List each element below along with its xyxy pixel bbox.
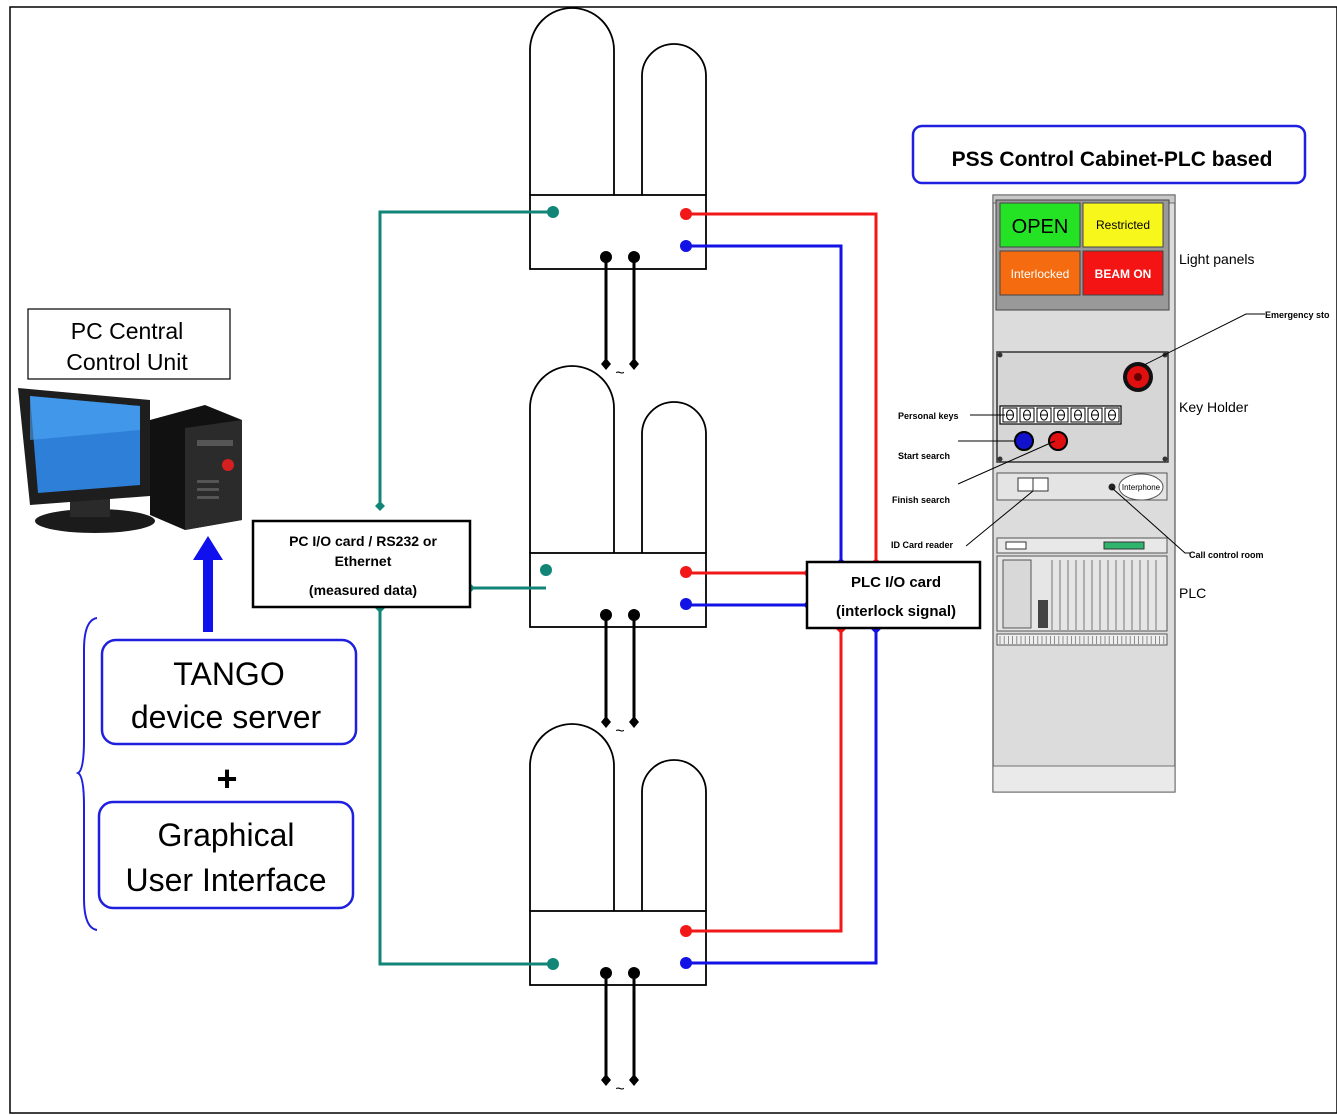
plc-rack <box>996 537 1168 646</box>
detector-unit: ~ <box>529 365 707 740</box>
finish-search-label: Finish search <box>892 495 950 505</box>
beam-on-label: BEAM ON <box>1095 267 1152 281</box>
open-label: OPEN <box>1012 216 1069 238</box>
gui-box: Graphical User Interface <box>97 800 355 910</box>
light-panels: OPEN Restricted Interlocked BEAM ON <box>995 199 1170 311</box>
interphone-icon <box>1118 473 1164 501</box>
teal-wire-bottom <box>378 608 553 966</box>
plc-label: PLC <box>1179 585 1206 601</box>
detector-base-box <box>529 194 707 270</box>
tango-line2: device server <box>131 699 322 735</box>
pc-io-card-line3: (measured data) <box>309 582 417 598</box>
start-search-button <box>1014 431 1034 451</box>
open-light <box>999 202 1081 248</box>
rail-ticks <box>999 636 1165 644</box>
teal-terminal <box>540 564 552 576</box>
gui-line2: User Interface <box>126 862 327 898</box>
personal-keys-label: Personal keys <box>898 411 959 421</box>
emergency-stop-leader <box>1141 313 1265 367</box>
detector-base-box <box>529 910 707 986</box>
tango-box: TANGO device server <box>100 638 358 746</box>
interlocked-label: Interlocked <box>1011 267 1070 281</box>
cabinet-title: PSS Control Cabinet-PLC based <box>952 148 1273 171</box>
detector-base-box <box>529 552 707 628</box>
pc-io-card-line1: PC I/O card / RS232 or <box>289 533 437 549</box>
plc-slots <box>1051 560 1157 630</box>
plc-io-card: PLC I/O card (interlock signal) <box>805 560 982 630</box>
power-terminal <box>600 967 612 979</box>
beam-on-light <box>1082 250 1164 296</box>
start-search-label: Start search <box>898 451 950 461</box>
detector-tube-large <box>529 365 615 553</box>
red-wire-bottom <box>686 629 843 933</box>
interphone-panel: Interphone <box>996 472 1168 501</box>
ac-symbol: ~ <box>615 1081 624 1098</box>
blue-wire-top <box>686 244 843 563</box>
personal-keys <box>999 405 1122 425</box>
computer-icon <box>18 388 242 533</box>
power-terminal <box>628 609 640 621</box>
cabinet-title-box: PSS Control Cabinet-PLC based <box>911 124 1307 185</box>
detector-tube-small <box>641 759 707 911</box>
restricted-label: Restricted <box>1096 218 1150 232</box>
power-terminal <box>600 609 612 621</box>
power-terminal <box>628 967 640 979</box>
pss-cabinet: OPEN Restricted Interlocked BEAM ON <box>992 194 1176 793</box>
pc-io-card-line2: Ethernet <box>335 553 392 569</box>
detector-tube-large <box>529 7 615 195</box>
up-arrow-icon <box>193 536 223 632</box>
finish-search-button <box>1048 431 1068 451</box>
pc-io-card: PC I/O card / RS232 or Ethernet (measure… <box>251 519 472 609</box>
power-terminal <box>600 251 612 263</box>
call-room-leader <box>1111 487 1190 554</box>
gui-line1: Graphical <box>158 817 295 853</box>
plc-io-card-line1: PLC I/O card <box>851 574 941 591</box>
plus-sign: + <box>216 758 237 799</box>
pc-central-line1: PC Central <box>71 318 183 344</box>
junction-teal-top <box>375 501 385 511</box>
power-terminal <box>628 251 640 263</box>
teal-data-wiring <box>378 210 553 966</box>
cabinet-callouts <box>957 313 1265 554</box>
pc-central-box: PC Central Control Unit <box>27 308 231 380</box>
teal-wire-top <box>378 210 553 508</box>
ac-symbol: ~ <box>615 723 624 740</box>
detector-tube-small <box>641 43 707 195</box>
ac-symbol: ~ <box>615 365 624 382</box>
key-holder <box>996 351 1169 463</box>
tango-line1: TANGO <box>173 656 284 692</box>
detector-unit: ~ <box>529 723 707 1098</box>
detector-tube-small <box>641 401 707 553</box>
emergency-stop-label: Emergency sto <box>1265 310 1330 320</box>
red-wire-top <box>686 212 878 563</box>
curly-brace <box>75 617 98 931</box>
plc-io-card-line2: (interlock signal) <box>836 603 956 620</box>
finish-search-leader <box>957 440 1056 485</box>
restricted-light <box>1082 202 1164 248</box>
red-interlock-wiring <box>686 212 878 933</box>
interlocked-light <box>999 250 1081 296</box>
key-holder-label: Key Holder <box>1179 399 1249 415</box>
pc-central-line2: Control Unit <box>66 349 188 375</box>
call-button-icon <box>1108 483 1116 491</box>
blue-interlock-wiring <box>686 244 878 965</box>
blue-wire-bottom <box>686 629 878 965</box>
call-control-room-label: Call control room <box>1189 550 1264 560</box>
interphone-label: Interphone <box>1122 483 1161 492</box>
light-panels-label: Light panels <box>1179 251 1255 267</box>
id-card-reader-label: ID Card reader <box>891 540 954 550</box>
id-card-leader <box>965 490 1034 547</box>
detector-tube-large <box>529 723 615 911</box>
emergency-stop-icon <box>1123 362 1153 392</box>
